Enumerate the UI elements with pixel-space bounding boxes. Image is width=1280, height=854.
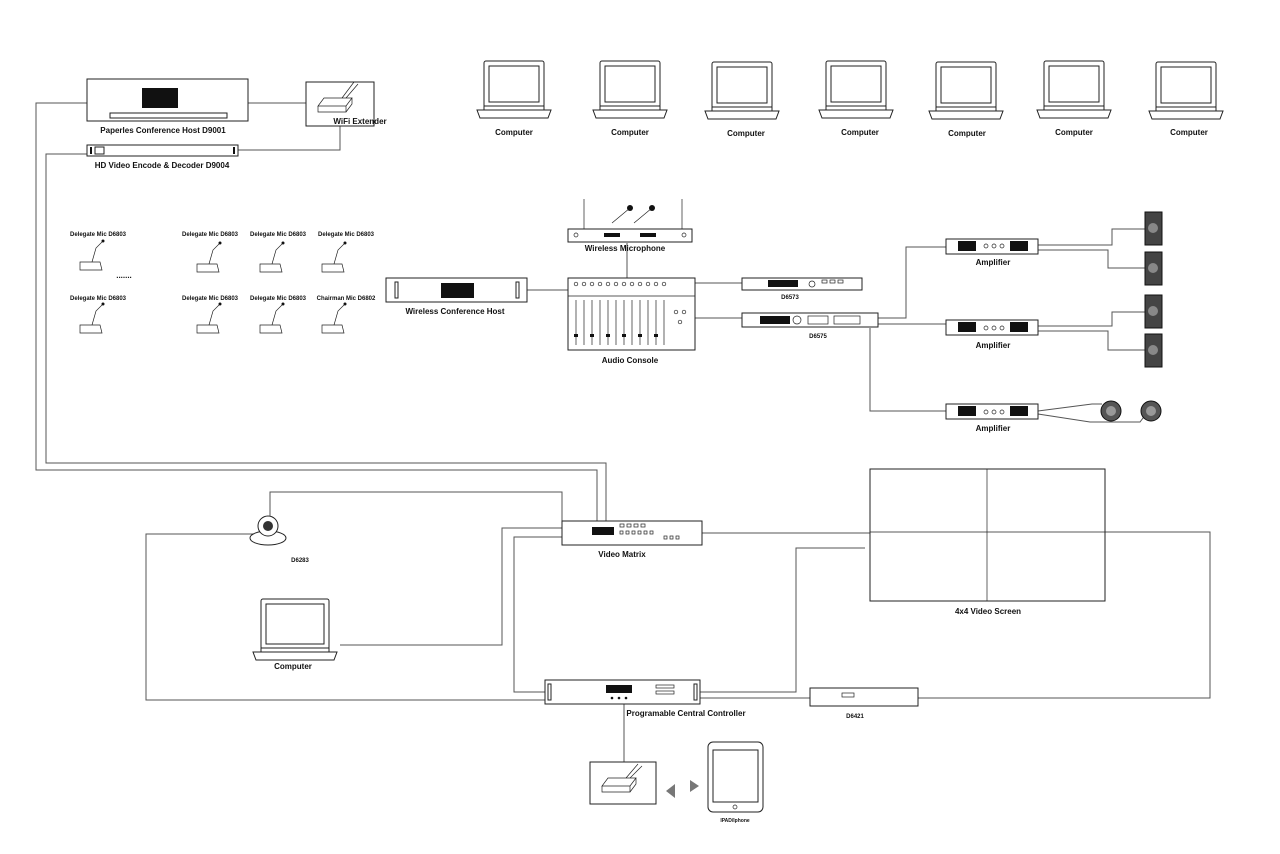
wireless-conference-host[interactable]: Wireless Conference Host: [385, 277, 528, 316]
d6575-label: D6575: [809, 334, 827, 340]
computer-4[interactable]: Computer: [818, 60, 894, 137]
speaker-icon: [1144, 333, 1163, 368]
delegate-mic-2[interactable]: Delegate Mic D6803: [182, 232, 239, 273]
central-controller[interactable]: Programable Central Controller: [544, 679, 746, 718]
video-matrix[interactable]: Video Matrix: [561, 520, 703, 559]
computer-row: Computer Computer Computer Computer Comp…: [476, 60, 1224, 138]
chairman-mic-label: Chairman Mic D6802: [317, 296, 376, 302]
central-controller-label: Programable Central Controller: [626, 709, 745, 718]
console-knobs: [573, 281, 687, 325]
delegate-mic-5[interactable]: Delegate Mic D6803: [70, 296, 127, 334]
audio-console-label: Audio Console: [602, 356, 659, 365]
console-faders: [574, 300, 665, 345]
wireless-conference-host-label: Wireless Conference Host: [405, 307, 504, 316]
computer-5[interactable]: Computer: [928, 61, 1004, 138]
delegate-mic-1[interactable]: Delegate Mic D6803: [70, 232, 127, 271]
delegate-mic-6-label: Delegate Mic D6803: [182, 296, 239, 302]
wifi-extender-label: WiFi Extender: [333, 117, 386, 126]
computer-3-label: Computer: [727, 129, 765, 138]
computer-6-label: Computer: [1055, 128, 1093, 137]
amplifier-3[interactable]: Amplifier: [945, 403, 1039, 433]
computer-bottom[interactable]: Computer: [252, 598, 338, 671]
speaker-icon: [1144, 251, 1163, 286]
computer-7[interactable]: Computer: [1148, 61, 1224, 137]
computer-2[interactable]: Computer: [592, 60, 668, 137]
delegate-mic-3-label: Delegate Mic D6803: [250, 232, 307, 238]
wireless-signal-icon: [666, 780, 699, 798]
camera-label: D6283: [291, 558, 309, 564]
delegate-mic-2-label: Delegate Mic D6803: [182, 232, 239, 238]
d6575-device[interactable]: D6575: [741, 312, 879, 340]
hd-video-encoder[interactable]: HD Video Encode & Decoder D9004: [86, 144, 239, 170]
video-screen[interactable]: 4x4 Video Screen: [869, 468, 1106, 616]
wireless-microphone[interactable]: Wireless Microphone: [567, 199, 693, 253]
chairman-mic[interactable]: Chairman Mic D6802: [317, 296, 376, 334]
ceiling-speaker-icon: [1100, 400, 1122, 422]
amplifier-2[interactable]: Amplifier: [945, 319, 1039, 350]
delegate-mic-5-label: Delegate Mic D6803: [70, 296, 127, 302]
mic-ellipsis: .......: [116, 271, 132, 280]
paperless-host-label: Paperles Conference Host D9001: [100, 126, 226, 135]
speakers: [1100, 211, 1163, 422]
delegate-mic-1-label: Delegate Mic D6803: [70, 232, 127, 238]
video-matrix-label: Video Matrix: [598, 550, 646, 559]
computer-1-label: Computer: [495, 128, 533, 137]
delegate-mic-7[interactable]: Delegate Mic D6803: [250, 296, 307, 334]
ceiling-speaker-icon: [1140, 400, 1162, 422]
amplifier-3-label: Amplifier: [976, 424, 1011, 433]
ipad-device[interactable]: IPAD/Iphone: [707, 741, 764, 824]
computer-4-label: Computer: [841, 128, 879, 137]
paperless-conference-host[interactable]: Paperles Conference Host D9001: [86, 78, 249, 135]
d6573-label: D6573: [781, 295, 799, 301]
computer-3[interactable]: Computer: [704, 61, 780, 138]
delegate-mic-group: Delegate Mic D6803 ....... Delegate Mic …: [70, 232, 376, 334]
delegate-mic-7-label: Delegate Mic D6803: [250, 296, 307, 302]
router-icon: [601, 763, 643, 793]
delegate-mic-3[interactable]: Delegate Mic D6803: [250, 232, 307, 273]
speaker-icon: [1144, 211, 1163, 246]
delegate-mic-4[interactable]: Delegate Mic D6803: [318, 232, 375, 273]
delegate-mic-4-label: Delegate Mic D6803: [318, 232, 375, 238]
d6573-device[interactable]: D6573: [741, 277, 863, 301]
wifi-extender[interactable]: WiFi Extender: [305, 81, 387, 127]
delegate-mic-6[interactable]: Delegate Mic D6803: [182, 296, 239, 334]
ipad-label: IPAD/Iphone: [720, 818, 750, 824]
computer-2-label: Computer: [611, 128, 649, 137]
router-icon: [317, 81, 359, 113]
computer-7-label: Computer: [1170, 128, 1208, 137]
ptz-camera[interactable]: D6283: [249, 515, 310, 564]
hd-video-label: HD Video Encode & Decoder D9004: [95, 161, 230, 170]
computer-bottom-label: Computer: [274, 662, 312, 671]
d6421-label: D6421: [846, 714, 864, 720]
connection-lines: [35, 102, 1211, 762]
computer-5-label: Computer: [948, 129, 986, 138]
amplifier-1[interactable]: Amplifier: [945, 238, 1039, 267]
speaker-icon: [1144, 294, 1163, 329]
amplifier-1-label: Amplifier: [976, 258, 1011, 267]
wireless-microphone-label: Wireless Microphone: [585, 244, 666, 253]
computer-1[interactable]: Computer: [476, 60, 552, 137]
computer-6[interactable]: Computer: [1036, 60, 1112, 137]
video-screen-label: 4x4 Video Screen: [955, 607, 1021, 616]
audio-console[interactable]: Audio Console: [567, 277, 696, 365]
wifi-router-bottom[interactable]: [589, 761, 657, 805]
amplifier-2-label: Amplifier: [976, 341, 1011, 350]
d6421-device[interactable]: D6421: [809, 687, 919, 720]
